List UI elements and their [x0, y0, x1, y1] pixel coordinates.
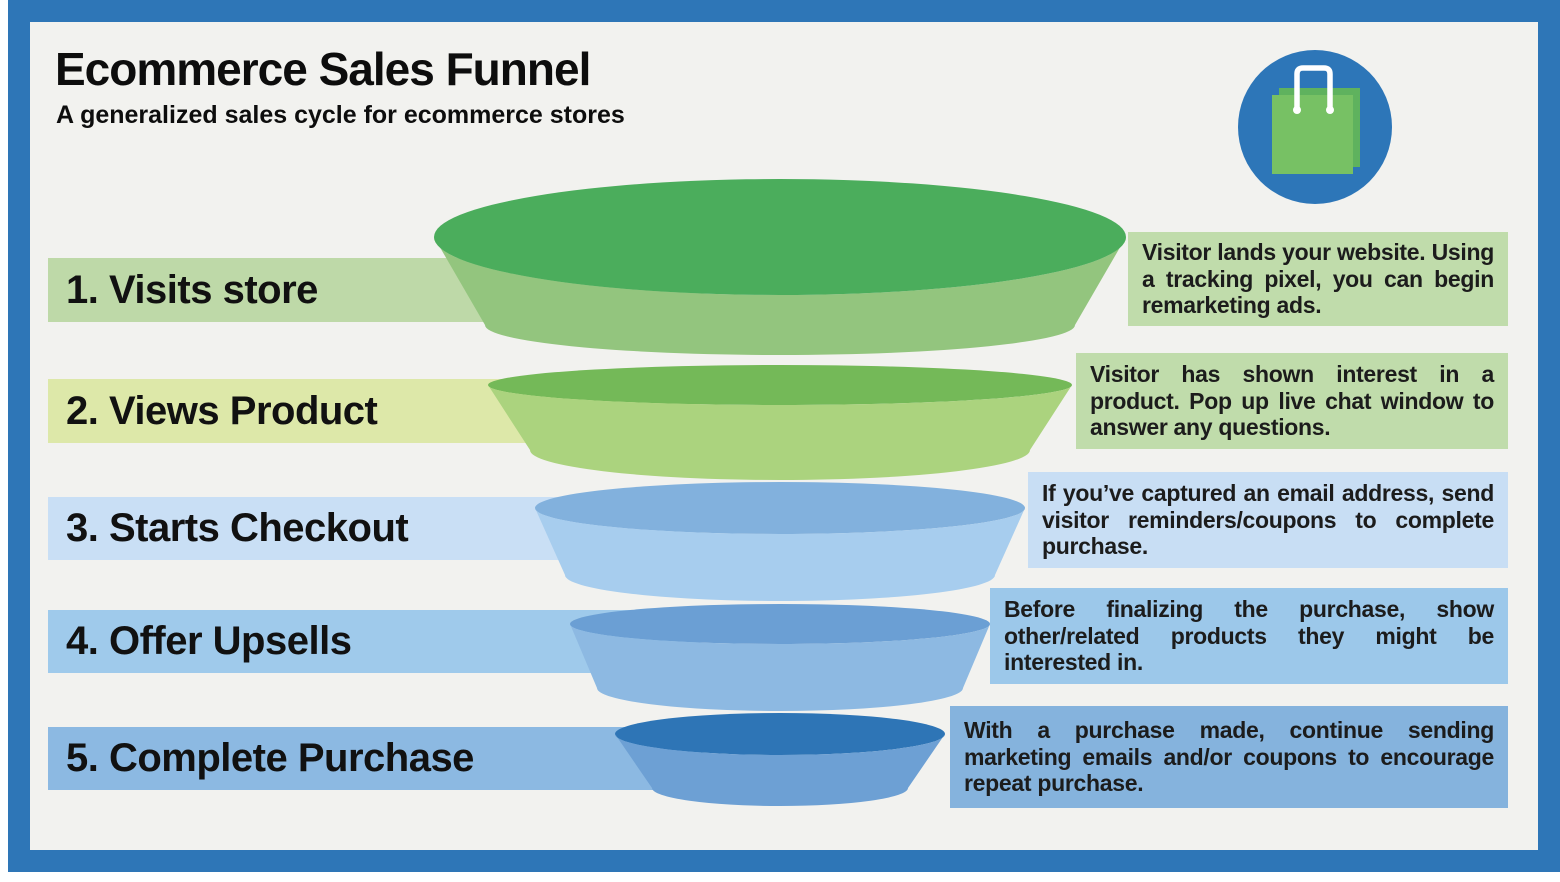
stage-desc-banner-3: If you’ve captured an email address, sen…	[1028, 472, 1508, 568]
bag-handle	[1294, 65, 1333, 110]
stage-label-3: 3. Starts Checkout	[66, 506, 409, 550]
stage-desc-banner-2: Visitor has shown interest in a product.…	[1076, 353, 1508, 449]
bag-handle-rivet	[1293, 106, 1301, 114]
stage-label-banner-2: 2. Views Product	[48, 379, 700, 443]
stage-description-1: Visitor lands your website. Using a trac…	[1142, 238, 1494, 319]
stage-desc-banner-4: Before finalizing the purchase, show oth…	[990, 588, 1508, 684]
stage-label-5: 5. Complete Purchase	[66, 736, 474, 780]
stage-label-1: 1. Visits store	[66, 267, 318, 312]
stage-desc-banner-1: Visitor lands your website. Using a trac…	[1128, 232, 1508, 326]
stage-description-3: If you’ve captured an email address, sen…	[1042, 479, 1494, 560]
stage-description-2: Visitor has shown interest in a product.…	[1090, 360, 1494, 441]
page-title: Ecommerce Sales Funnel	[55, 43, 591, 95]
shopping-bag-logo	[1238, 50, 1392, 204]
stage-label-2: 2. Views Product	[66, 388, 378, 433]
stage-label-banner-1: 1. Visits store	[48, 258, 700, 322]
stage-description-4: Before finalizing the purchase, show oth…	[1004, 595, 1494, 676]
stage-description-5: With a purchase made, continue sending m…	[964, 716, 1494, 797]
stage-label-4: 4. Offer Upsells	[66, 619, 352, 663]
stage-label-banner-4: 4. Offer Upsells	[48, 610, 700, 673]
stage-label-banner-3: 3. Starts Checkout	[48, 497, 700, 560]
stage-label-banner-5: 5. Complete Purchase	[48, 727, 700, 790]
stage-desc-banner-5: With a purchase made, continue sending m…	[950, 706, 1508, 808]
bag-front	[1272, 95, 1353, 174]
page-subtitle: A generalized sales cycle for ecommerce …	[56, 101, 625, 129]
bag-handle-rivet	[1326, 106, 1334, 114]
